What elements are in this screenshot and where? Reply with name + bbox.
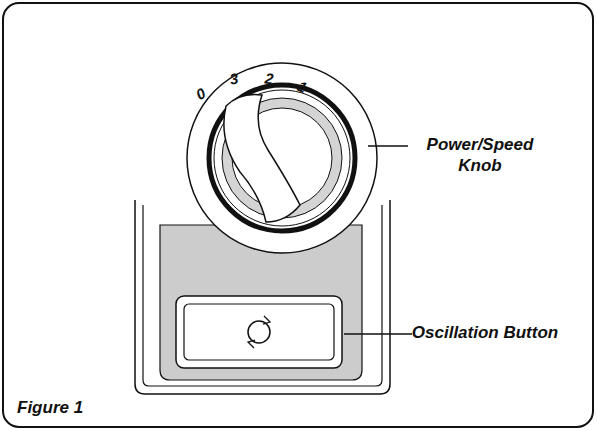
speed-number: 2 [258,69,280,90]
oscillation-icon-arrow [248,340,255,348]
oscillation-button [176,296,342,368]
leader-line [344,333,412,334]
knob-dial-ring [187,63,377,253]
knob-grip [224,94,300,222]
button-face [184,304,334,360]
knob-black-ring [209,85,355,231]
speed-number: 3 [223,68,246,90]
leader-line [368,145,408,146]
callout-label: Oscillation Button [410,322,560,343]
knob-rim [214,90,350,226]
figure-frame [3,3,593,427]
callout-label: Power/Speed Knob [405,134,555,177]
oscillation-icon-arrow [263,316,270,324]
figure-caption: Figure 1 [17,397,83,418]
oscillation-icon [248,321,270,343]
